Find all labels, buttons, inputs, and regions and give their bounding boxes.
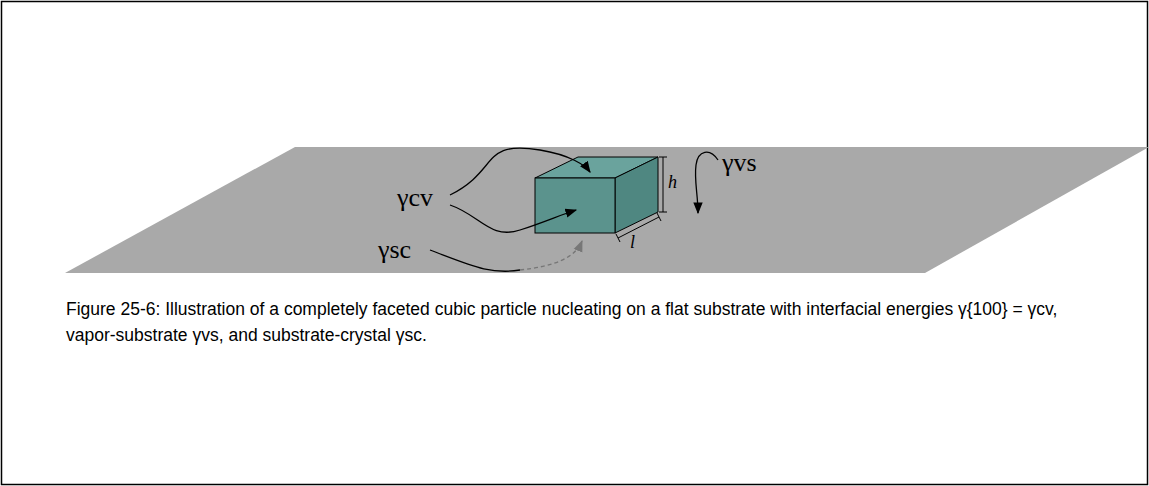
gamma-label: γsc bbox=[378, 235, 411, 265]
dimension-label: l bbox=[630, 232, 635, 253]
leader-arrow bbox=[695, 152, 718, 213]
dimension-tick bbox=[659, 212, 667, 213]
leader-arrow-hidden bbox=[520, 241, 582, 270]
figure-caption: Figure 25-6: Illustration of a completel… bbox=[66, 296, 1096, 348]
gamma-label: γcv bbox=[397, 183, 433, 213]
leader-arrow bbox=[430, 250, 520, 271]
dimension-line bbox=[663, 157, 664, 212]
dimension-tick bbox=[659, 157, 667, 158]
cube-side bbox=[615, 157, 658, 233]
dimension-line bbox=[618, 217, 659, 238]
leader-arrow bbox=[450, 148, 590, 195]
dimension-tick bbox=[657, 213, 661, 221]
gamma-label: γvs bbox=[722, 148, 757, 178]
cube-front bbox=[535, 178, 615, 233]
dimension-label: h bbox=[668, 172, 677, 193]
dimension-tick bbox=[616, 234, 620, 242]
substrate bbox=[65, 147, 1149, 273]
leader-arrow bbox=[450, 205, 576, 232]
